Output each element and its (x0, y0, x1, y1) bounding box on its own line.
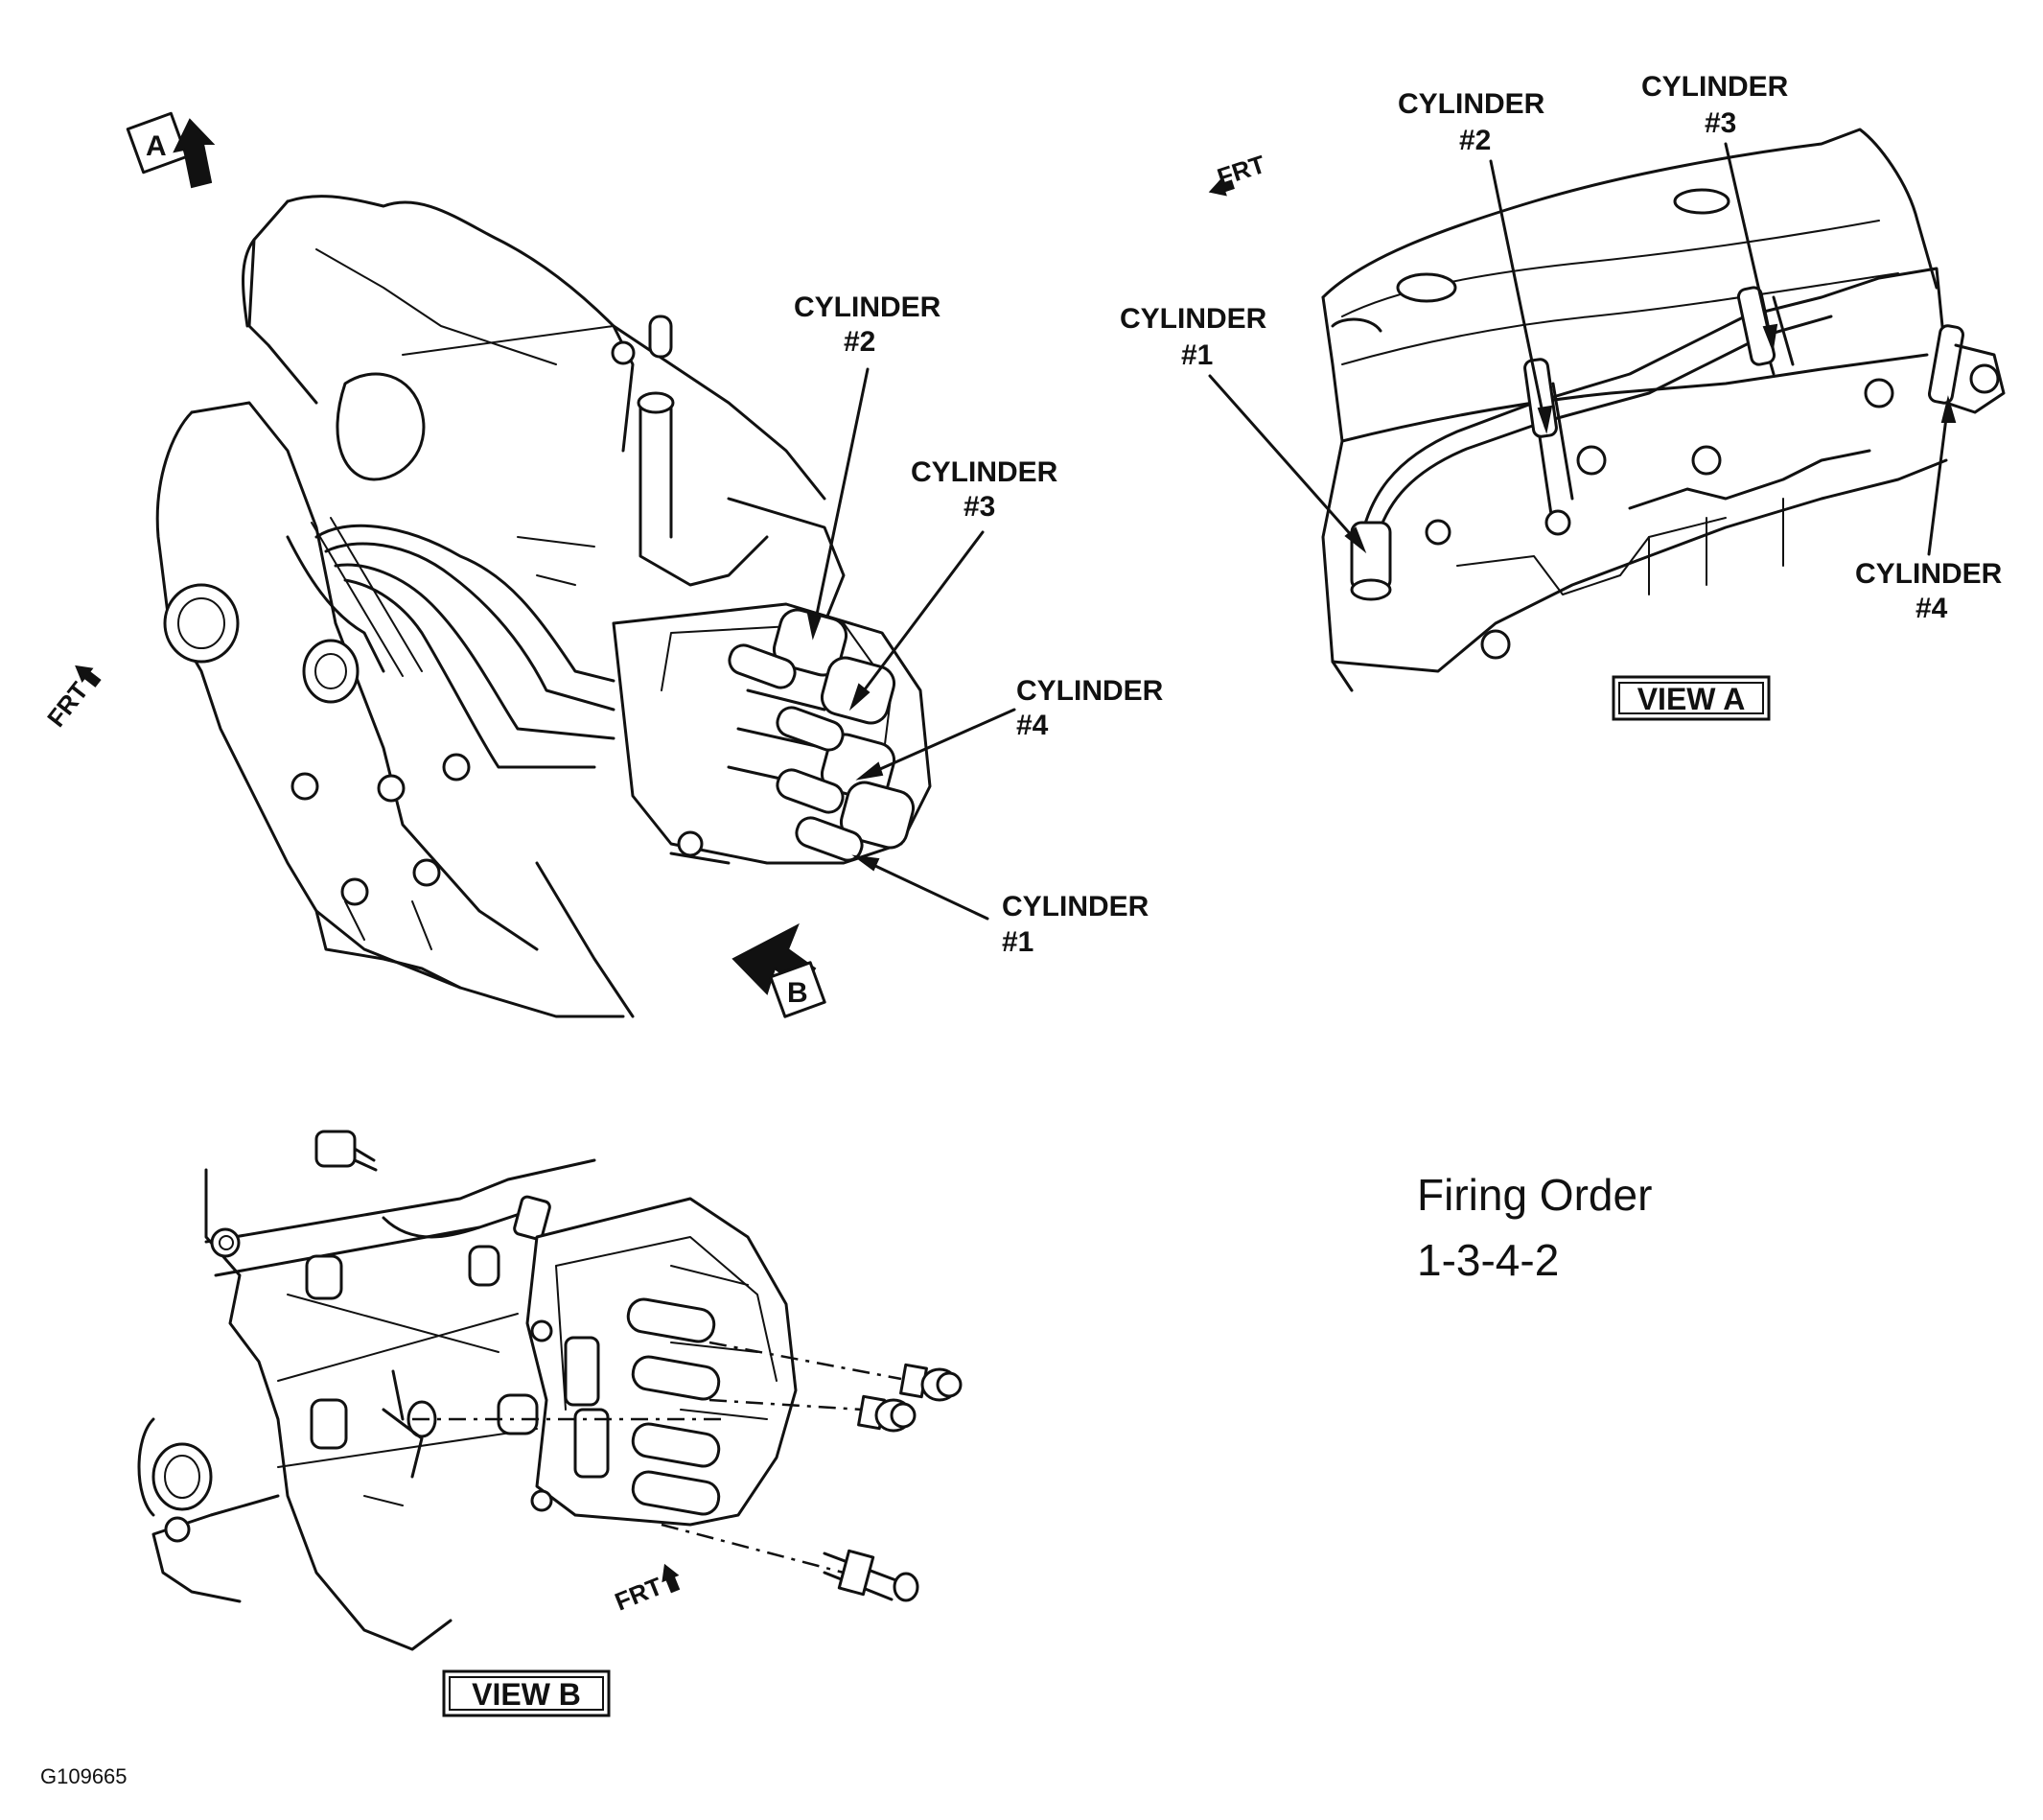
view-a-cylinder4-leader (1927, 401, 1950, 556)
view-a-title: VIEW A (1637, 682, 1746, 716)
view-a-cylinder1-label: CYLINDER (1120, 303, 1267, 335)
main-cylinder3-number: #3 (963, 491, 995, 523)
main-cylinder2-number: #2 (844, 326, 875, 358)
view-b-bolt (857, 1394, 917, 1433)
view-a-cylinder2-leader (1489, 159, 1547, 429)
view-b-bolt (899, 1363, 963, 1402)
figure-id: G109665 (40, 1764, 128, 1788)
arrow-b-letter: B (787, 977, 808, 1009)
view-b-frt-label: FRT (611, 1572, 666, 1617)
firing-order-sequence: 1-3-4-2 (1417, 1235, 1559, 1285)
view-a-frt-label: FRT (1214, 150, 1268, 192)
view-a-frt-marker: FRT (1208, 150, 1268, 197)
view-a-cylinder3-leader (1724, 142, 1774, 347)
main-cylinder1-leader (857, 856, 989, 921)
view-b: FRT VIEW B (137, 1130, 963, 1717)
firing-order-title: Firing Order (1417, 1170, 1652, 1220)
view-b-arrow: B (731, 922, 826, 1018)
view-a-cylinder2-number: #2 (1459, 125, 1491, 156)
main-cylinder4-label: CYLINDER (1016, 675, 1164, 707)
main-cylinder3-leader (851, 530, 985, 707)
engine-block-drawing (155, 195, 932, 1018)
main-cylinder4-number: #4 (1016, 710, 1049, 741)
view-b-engine-drawing (137, 1130, 963, 1651)
view-a-cylinder4-number: #4 (1915, 593, 1948, 624)
view-b-title: VIEW B (472, 1677, 581, 1712)
view-a: FRT CYLINDER #2 CYLINDER #3 CYLINDER #1 … (1120, 71, 2006, 721)
view-a-title-box (1612, 675, 1771, 721)
view-b-stud (823, 1549, 919, 1602)
main-frt-label: FRT (41, 676, 94, 732)
view-b-frt-marker: FRT (611, 1563, 681, 1617)
view-a-engine-drawing (1321, 128, 2006, 692)
view-a-cylinder3-label: CYLINDER (1641, 71, 1789, 103)
view-a-cylinder3-number: #3 (1705, 107, 1736, 139)
view-a-cylinder1-number: #1 (1181, 339, 1213, 371)
arrow-a-letter: A (146, 130, 167, 162)
main-frt-marker: FRT (41, 665, 102, 733)
main-cylinder2-leader (811, 367, 870, 635)
view-a-cylinder1-leader (1208, 374, 1363, 548)
main-cylinder1-number: #1 (1002, 926, 1033, 958)
view-a-cylinder4-label: CYLINDER (1855, 558, 2003, 590)
view-b-title-box (442, 1669, 611, 1717)
firing-order-block: Firing Order 1-3-4-2 (1417, 1170, 1652, 1285)
view-a-arrow: A (126, 111, 216, 189)
main-cylinder4-leader (861, 708, 1016, 779)
main-cylinder1-label: CYLINDER (1002, 891, 1149, 922)
main-cylinder3-label: CYLINDER (911, 456, 1058, 488)
main-cylinder2-label: CYLINDER (794, 292, 941, 323)
main-view: A (41, 111, 1164, 1018)
view-a-cylinder2-label: CYLINDER (1398, 88, 1545, 120)
